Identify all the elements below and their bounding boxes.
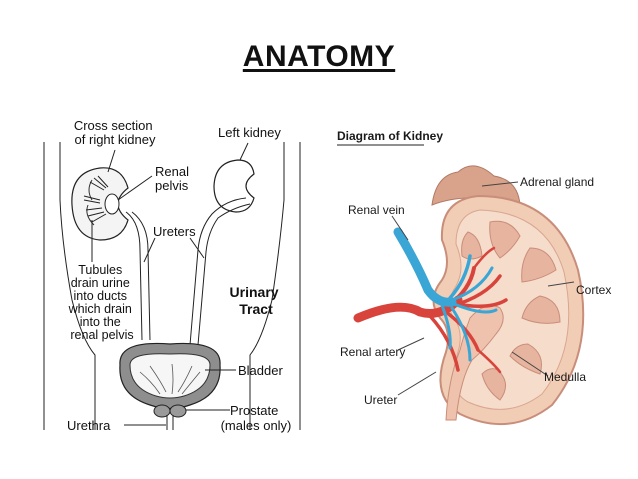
label-urinary-tract-line2: Tract (239, 301, 273, 317)
urinary-tract-diagram: Cross section of right kidney Left kidne… (44, 118, 300, 433)
kidney-diagram-heading: Diagram of Kidney (337, 129, 443, 143)
label-tubules-line6: renal pelvis (70, 328, 133, 342)
label-adrenal-gland: Adrenal gland (520, 175, 594, 189)
label-renal-vein: Renal vein (348, 203, 405, 217)
label-cortex: Cortex (576, 283, 611, 297)
label-urethra: Urethra (67, 418, 111, 433)
label-renal-pelvis-line2: pelvis (155, 178, 189, 193)
svg-text:Prostate (males only): Prostate (males only) (221, 403, 292, 433)
label-ureter: Ureter (364, 393, 397, 407)
label-tubules-line1: Tubules (78, 263, 122, 277)
svg-text:Cross section of right k: Cross section of right kidney (74, 118, 156, 147)
kidney-diagram: Diagram of Kidney (337, 129, 611, 424)
label-renal-artery: Renal artery (340, 345, 405, 359)
label-urinary-tract-line1: Urinary (230, 284, 279, 300)
svg-text:Tubules drain urine: Tubules drain urine into ducts which dra… (68, 263, 136, 342)
label-cross-section-line1: Cross section (74, 118, 153, 133)
svg-text:Renal pelvis: Renal pelvis (155, 164, 193, 193)
label-renal-pelvis-line1: Renal (155, 164, 189, 179)
ureter-left (190, 198, 250, 345)
svg-text:Urinary Tract: Urinary Tract (230, 284, 283, 317)
label-tubules-line3: into ducts (74, 289, 128, 303)
right-kidney-cross-section (72, 168, 128, 240)
label-cross-section-line2: of right kidney (75, 132, 156, 147)
label-tubules-line4: which drain (68, 302, 132, 316)
label-left-kidney: Left kidney (218, 125, 281, 140)
label-prostate-line2: (males only) (221, 418, 292, 433)
label-bladder: Bladder (238, 363, 283, 378)
label-medulla: Medulla (544, 370, 586, 384)
label-tubules-line5: into the (80, 315, 121, 329)
bladder (120, 343, 220, 430)
label-ureters: Ureters (153, 224, 196, 239)
label-prostate-line1: Prostate (230, 403, 278, 418)
label-tubules-line2: drain urine (71, 276, 130, 290)
